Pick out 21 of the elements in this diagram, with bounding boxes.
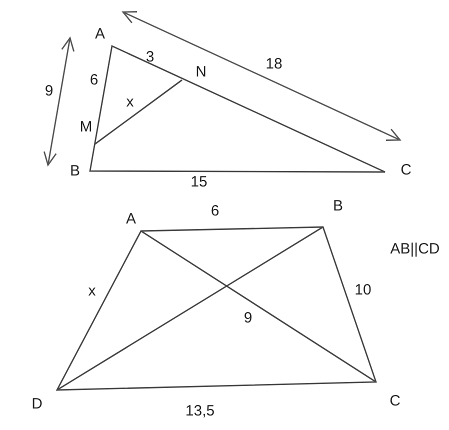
length-label: 9 — [44, 84, 54, 98]
vertex-label: D — [32, 396, 42, 412]
length-label: 6 — [210, 204, 220, 218]
vertex-label: C — [390, 394, 400, 408]
parallel-note: AB||CD — [390, 242, 440, 256]
vertex-label: A — [95, 26, 105, 42]
length-label: 3 — [146, 50, 154, 64]
length-label: x — [88, 284, 96, 298]
length-label: 10 — [354, 282, 372, 298]
vertex-label: C — [400, 162, 412, 178]
length-label: 15 — [190, 174, 208, 190]
length-label: 13,5 — [185, 404, 215, 418]
length-label: x — [126, 94, 134, 110]
vertex-label: A — [126, 212, 136, 226]
length-label: 6 — [90, 72, 98, 88]
vertex-label: N — [196, 64, 206, 80]
vertex-label: B — [70, 164, 80, 178]
vertex-label: M — [80, 120, 92, 134]
length-label: 9 — [244, 310, 252, 326]
length-label: 18 — [266, 56, 282, 72]
vertex-label: B — [333, 198, 343, 214]
